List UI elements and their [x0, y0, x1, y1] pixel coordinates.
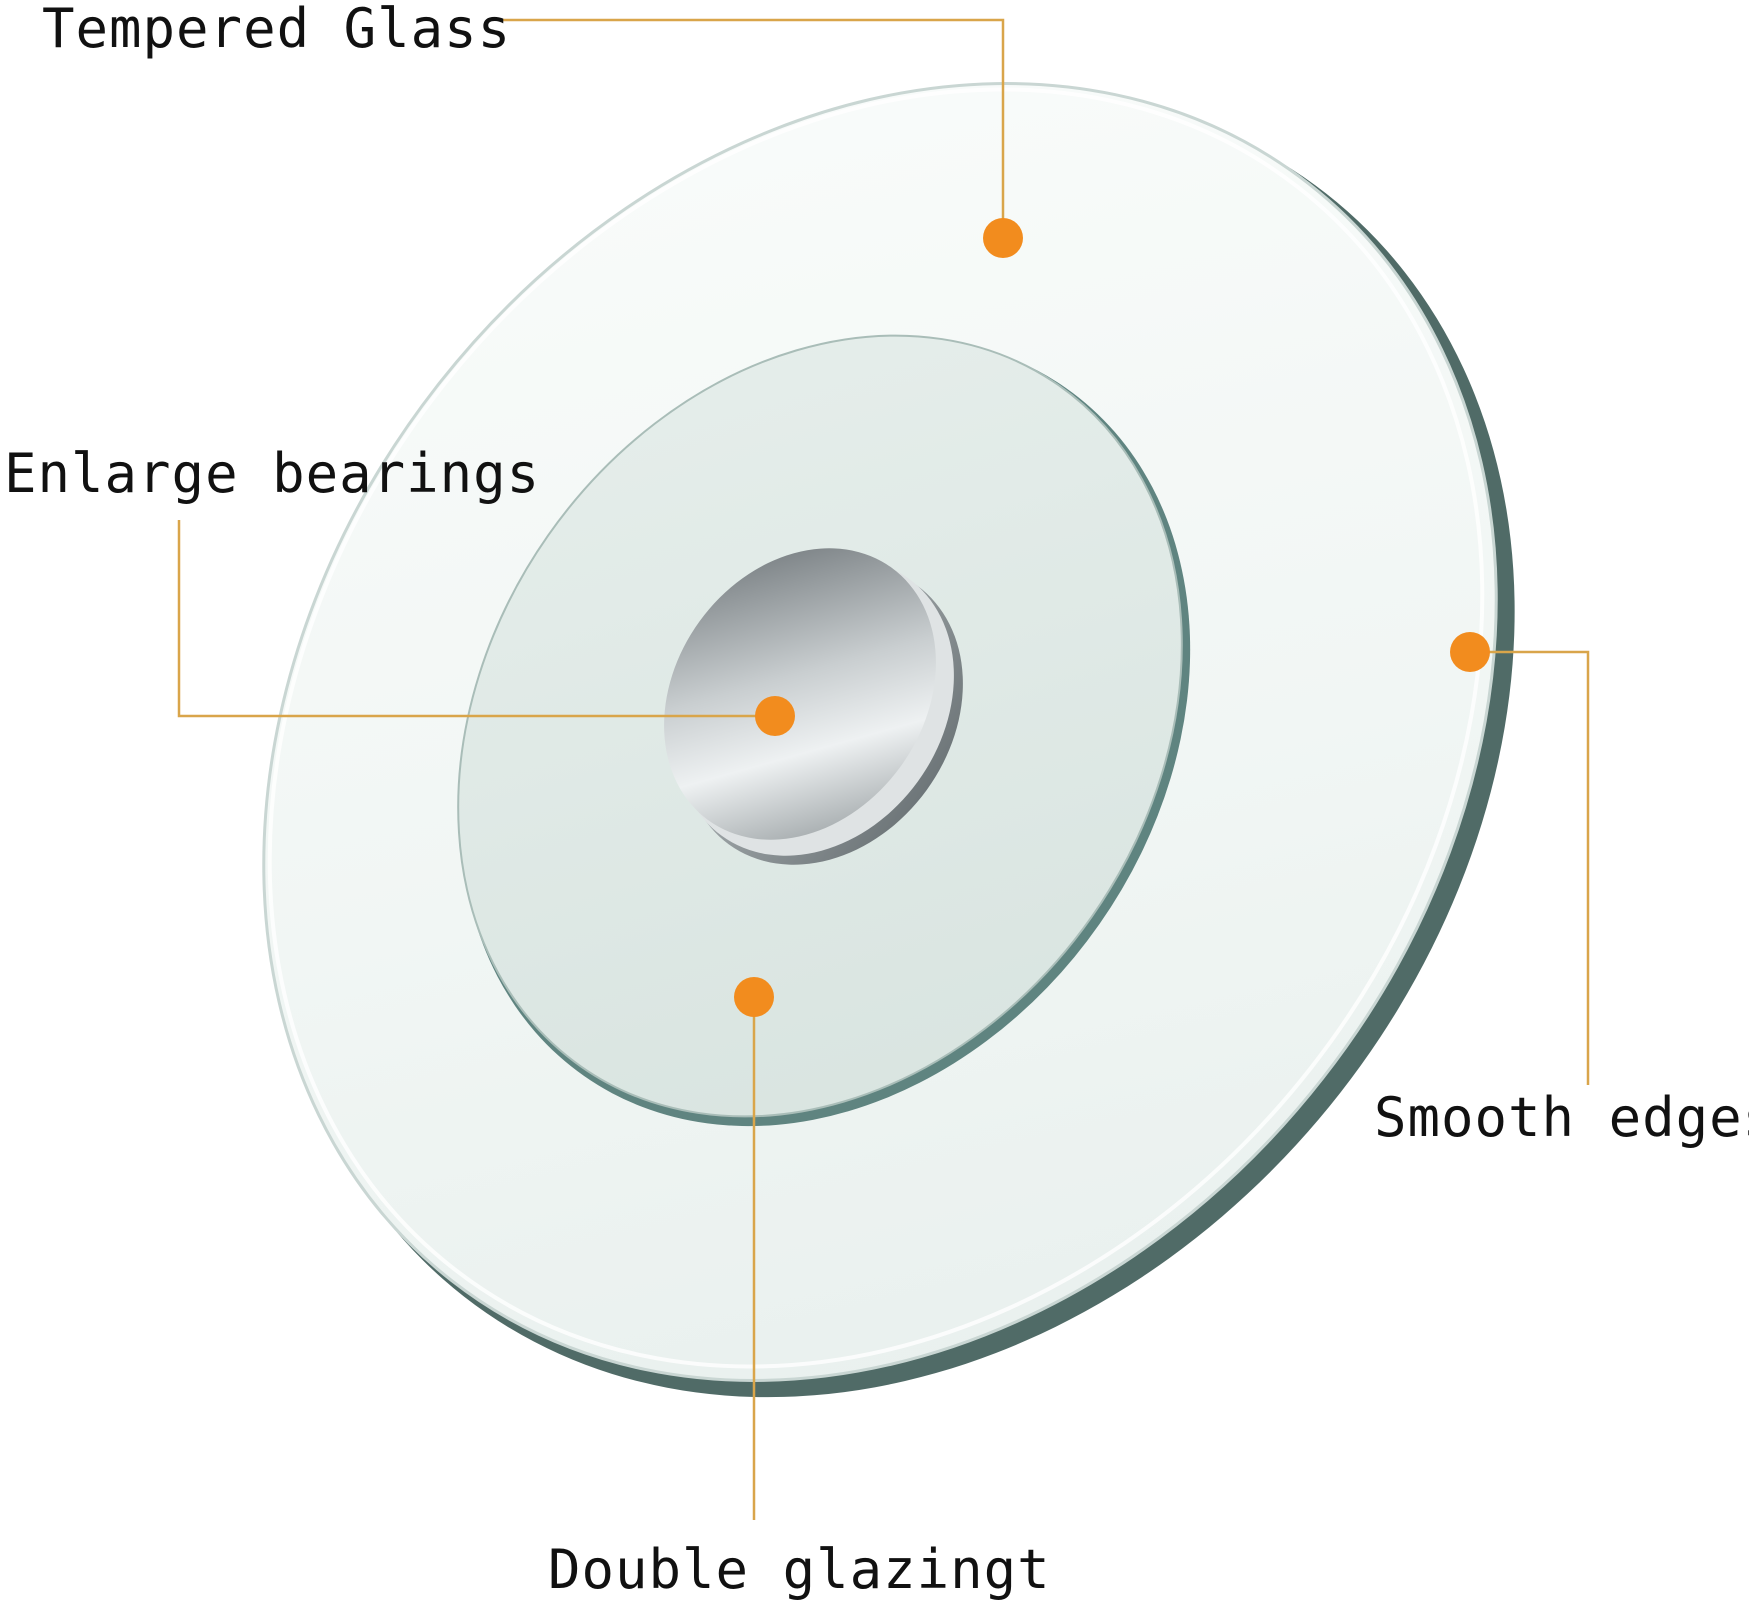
bearing-hub [664, 548, 963, 865]
leader-line-smooth-edges [1470, 650, 1590, 1085]
callout-dot-tempered-glass [983, 218, 1023, 258]
leader-lines [177, 18, 1590, 1520]
label-double-glazing: Double glazingt [548, 1538, 1051, 1601]
callout-dot-smooth-edges [1450, 632, 1490, 672]
bearing-top [664, 548, 936, 840]
leader-line-tempered-glass [500, 18, 1005, 238]
label-enlarge-bearings: Enlarge bearings [4, 442, 541, 505]
leader-line-enlarge-bearings [177, 520, 775, 718]
outer-glass-highlight [267, 87, 1485, 1369]
callout-dots [734, 218, 1490, 1017]
label-tempered-glass: Tempered Glass [42, 0, 512, 60]
callout-dot-enlarge-bearings [755, 696, 795, 736]
callout-dot-double-glazing [734, 977, 774, 1017]
label-smooth-edges: Smooth edges [1374, 1086, 1749, 1149]
